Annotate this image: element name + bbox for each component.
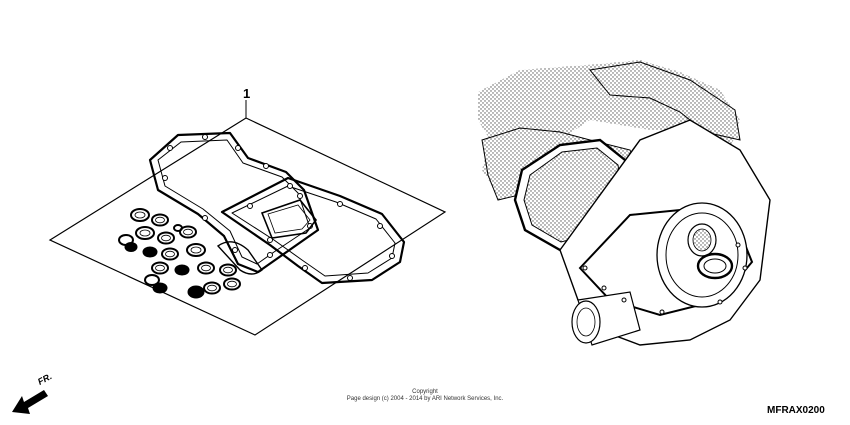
- copyright-line-2: Page design (c) 2004 - 2014 by ARI Netwo…: [346, 396, 504, 402]
- gasket-bolt-holes: [162, 134, 313, 258]
- copyright-line-1: Copyright: [412, 389, 438, 395]
- diagram-code: MFRAX0200: [767, 405, 825, 416]
- engine-illustration: [478, 60, 771, 346]
- curved-gasket: [216, 241, 263, 275]
- cover-gasket: [260, 199, 318, 239]
- copyright-notice: Copyright Page design (c) 2004 - 2014 by…: [300, 389, 550, 403]
- o-ring-set: [118, 208, 241, 299]
- oil-pan-bolt-holes: [247, 183, 395, 281]
- gasket-kit-sheet: [48, 117, 447, 336]
- part-callout-number: 1: [243, 86, 251, 101]
- front-direction-arrow-icon: [12, 390, 48, 414]
